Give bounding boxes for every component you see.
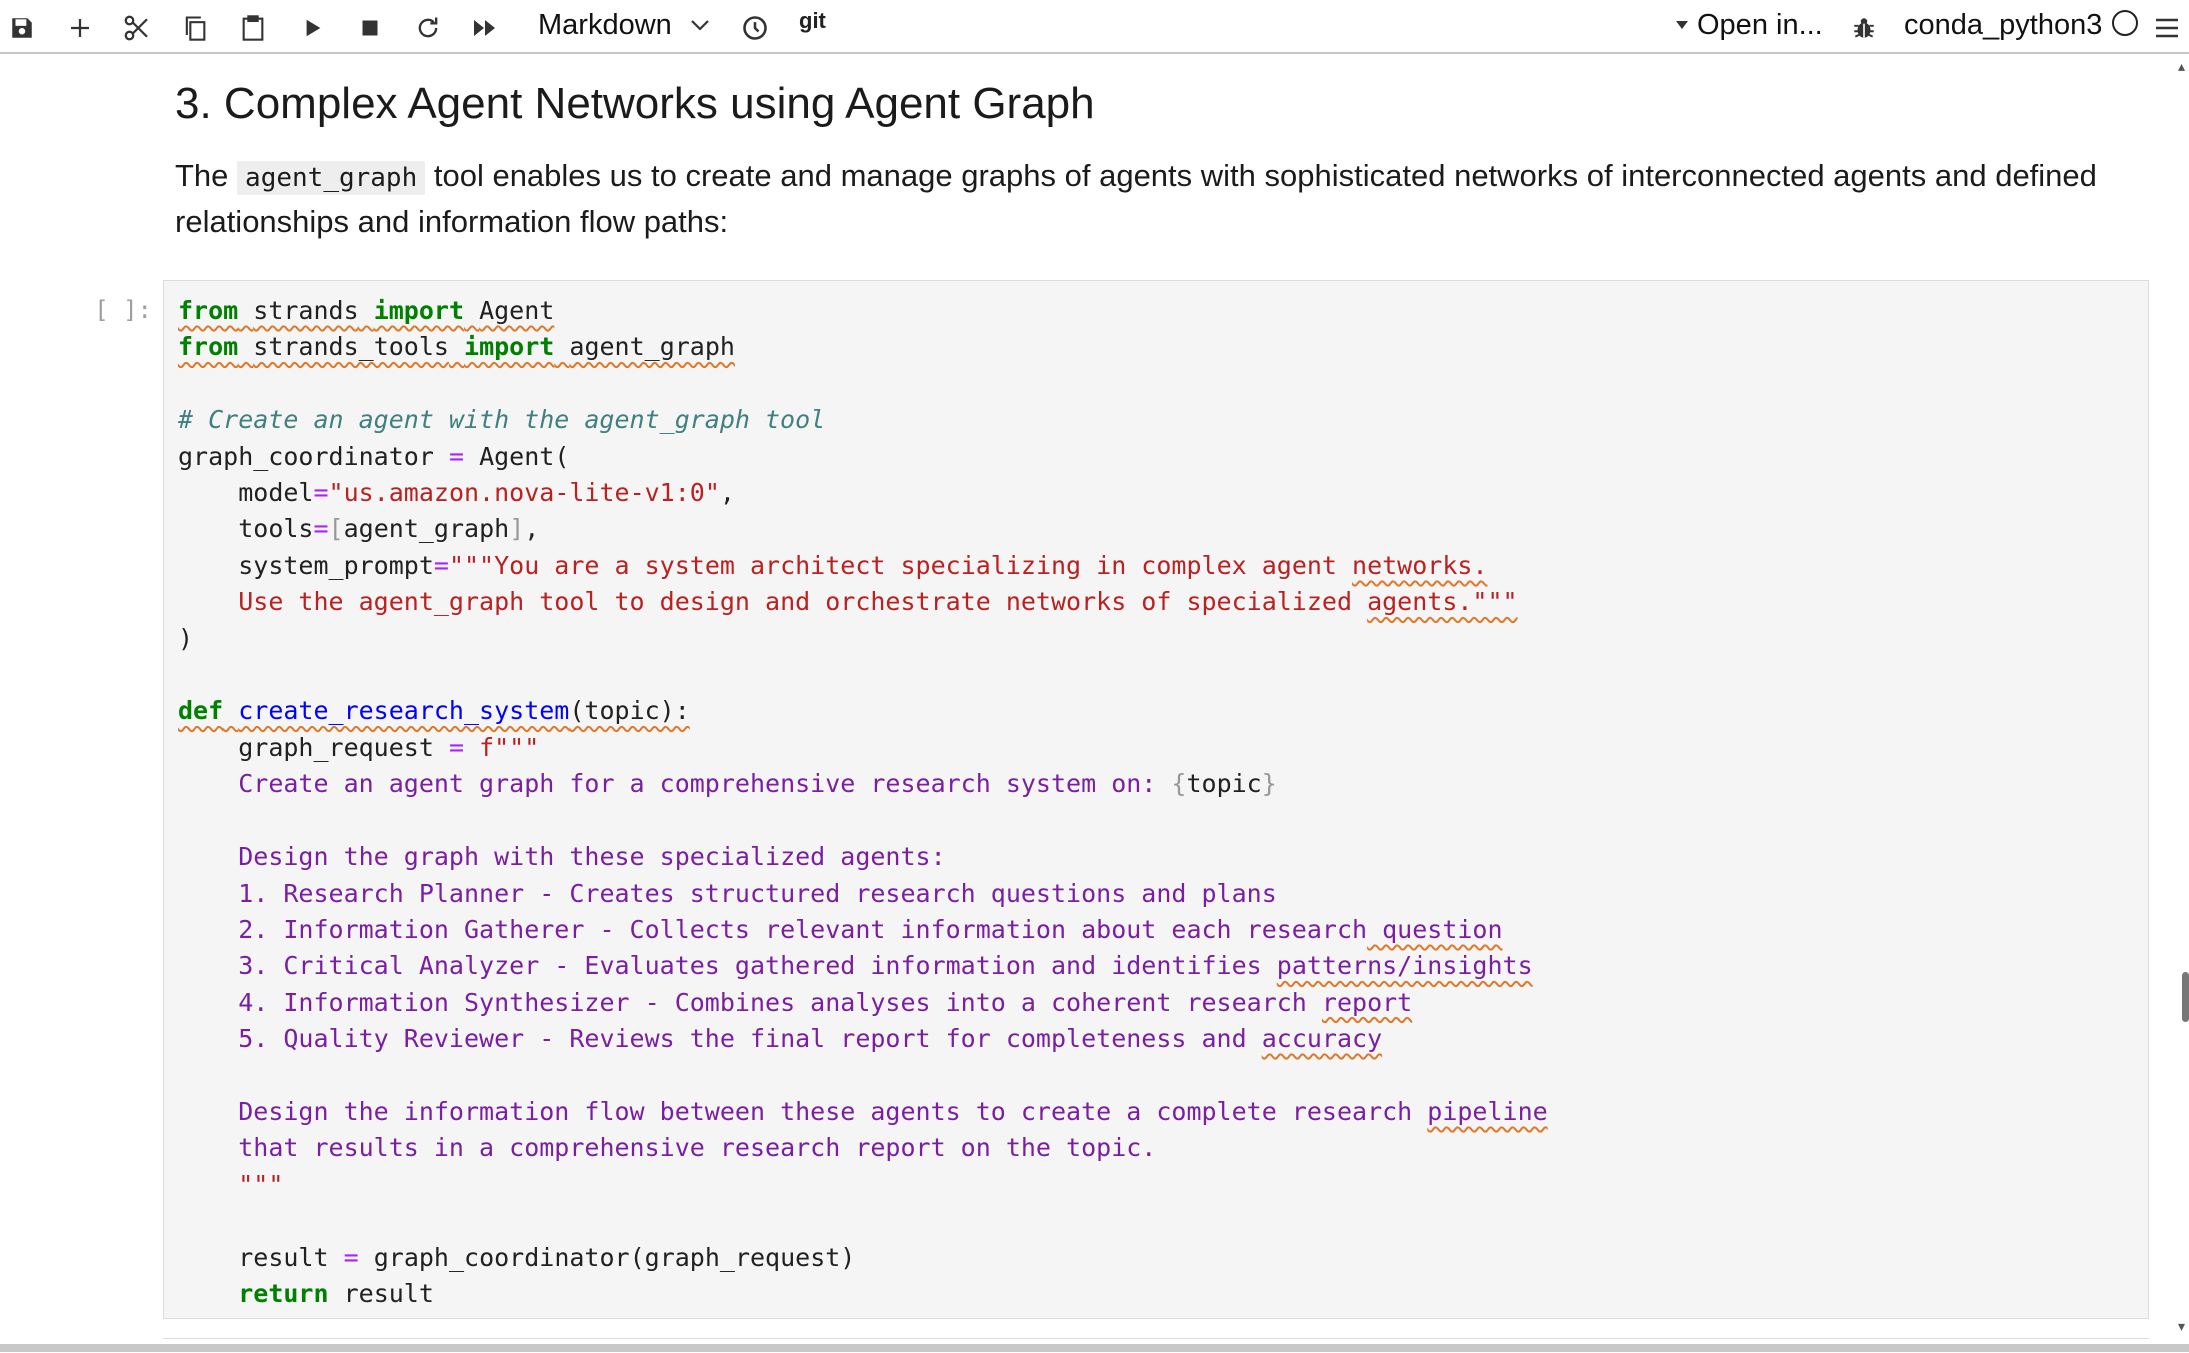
prompt-text: 5. Quality Reviewer - Reviews the final … [238,1024,1262,1054]
variable: result [238,1242,329,1272]
prompt-text: accuracy [1261,1024,1383,1054]
keyword: import [464,332,555,362]
indent-warning [178,1203,236,1211]
keyword: def [178,696,224,726]
chevron-down-icon [691,20,709,31]
section-heading: 3. Complex Agent Networks using Agent Gr… [175,79,1095,128]
bracket: } [1261,769,1277,799]
indent-warning [178,803,236,811]
operator: = [448,441,464,471]
run-icon[interactable] [293,8,333,48]
vertical-scrollbar-thumb[interactable] [2182,972,2189,1022]
keyword: import [373,296,465,325]
punct: ) [178,623,194,653]
notebook-toolbar: Markdown git Open in... conda_python3 [0,0,2189,54]
clock-icon[interactable] [735,8,775,48]
kernel-idle-icon [2112,10,2138,36]
prompt-text: report [1321,987,1413,1017]
para-text-start: The [175,158,229,193]
prompt-text: 2. Information Gatherer - Collects relev… [238,914,1368,944]
operator: = [313,478,329,508]
string-literal: f""" [479,732,540,762]
paste-icon[interactable] [233,8,273,48]
bug-icon[interactable] [1844,8,1884,48]
punct: , [524,514,540,544]
string-literal: """You are a system architect specializi… [448,550,1353,580]
save-icon[interactable] [2,8,42,48]
prompt-text: patterns/insights [1276,951,1533,981]
kernel-name[interactable]: conda_python3 [1904,9,2103,41]
bracket: [ [328,514,344,544]
call: Agent( [479,441,570,471]
keyword: from [178,332,239,362]
prompt-text: 1. Research Planner - Creates structured… [238,878,1277,908]
caret-down-icon [1676,21,1688,29]
kwarg: system_prompt [238,550,434,580]
kwarg: model [238,478,314,508]
scroll-up-icon[interactable]: ▴ [2178,58,2186,74]
prompt-text: Create an agent graph for a comprehensiv… [238,769,1172,799]
git-button[interactable]: git [799,8,826,33]
prompt-text: that results in a comprehensive research… [238,1133,1157,1163]
kwarg: tools [238,514,314,544]
code-cell-editor[interactable]: from strands import Agent from strands_t… [163,280,2149,1319]
add-icon[interactable] [60,8,100,48]
horizontal-scrollbar[interactable] [0,1344,2189,1352]
copy-icon[interactable] [175,8,215,48]
open-in-label: Open in... [1697,8,1823,41]
cell-type-label: Markdown [538,8,672,41]
cut-icon[interactable] [117,8,157,48]
prompt-text: 4. Information Synthesizer - Combines an… [238,987,1322,1017]
operator: = [433,550,449,580]
import-name: Agent [479,296,555,325]
function-name: create_research_system [238,696,570,726]
prompt-text: question [1367,914,1503,944]
section-description: The agent_graph tool enables us to creat… [175,154,2135,244]
menu-icon[interactable] [2149,8,2185,48]
operator: = [313,514,329,544]
string-literal: agents.""" [1367,587,1518,617]
bracket: ] [509,514,525,544]
variable: graph_coordinator [178,441,434,471]
module-name: strands_tools [253,332,449,362]
punct: , [719,478,735,508]
variable: graph_request [238,732,434,762]
prompt-text: 3. Critical Analyzer - Evaluates gathere… [238,951,1277,981]
string-literal: Use the agent_graph tool to design and o… [238,587,1368,617]
string-literal: "us.amazon.nova-lite-v1:0" [328,478,720,508]
operator: = [448,732,465,762]
variable: result [343,1278,434,1308]
code-comment: # Create an agent with the agent_graph t… [178,405,826,435]
open-in-dropdown[interactable]: Open in... [1675,5,1823,45]
function-args: (topic): [569,696,690,726]
fast-forward-icon[interactable] [466,8,506,48]
import-name: agent_graph [569,332,735,362]
module-name: strands [253,296,359,325]
code-content[interactable]: from strands import Agent from strands_t… [178,293,1548,1312]
prompt-text: pipeline [1427,1096,1548,1126]
string-literal: networks. [1352,550,1488,580]
keyword: return [238,1278,329,1308]
prompt-text: Design the graph with these specialized … [238,842,946,872]
bracket: { [1171,769,1187,799]
cell-type-dropdown[interactable]: Markdown [538,5,710,45]
next-cell-edge [163,1338,2149,1353]
keyword: from [178,296,239,325]
variable: agent_graph [343,514,510,544]
restart-icon[interactable] [408,8,448,48]
indent-warning [178,1058,236,1066]
scroll-down-icon[interactable]: ▾ [2178,1318,2186,1334]
prompt-text: Design the information flow between thes… [238,1096,1428,1126]
cell-prompt: [ ]: [94,296,152,324]
para-text-end: tool enables us to create and manage gra… [175,158,2097,239]
call: graph_coordinator(graph_request) [373,1242,856,1272]
inline-code: agent_graph [237,161,426,195]
string-literal: """ [238,1169,284,1199]
operator: = [343,1242,359,1272]
stop-icon[interactable] [350,8,390,48]
variable: topic [1186,769,1262,799]
